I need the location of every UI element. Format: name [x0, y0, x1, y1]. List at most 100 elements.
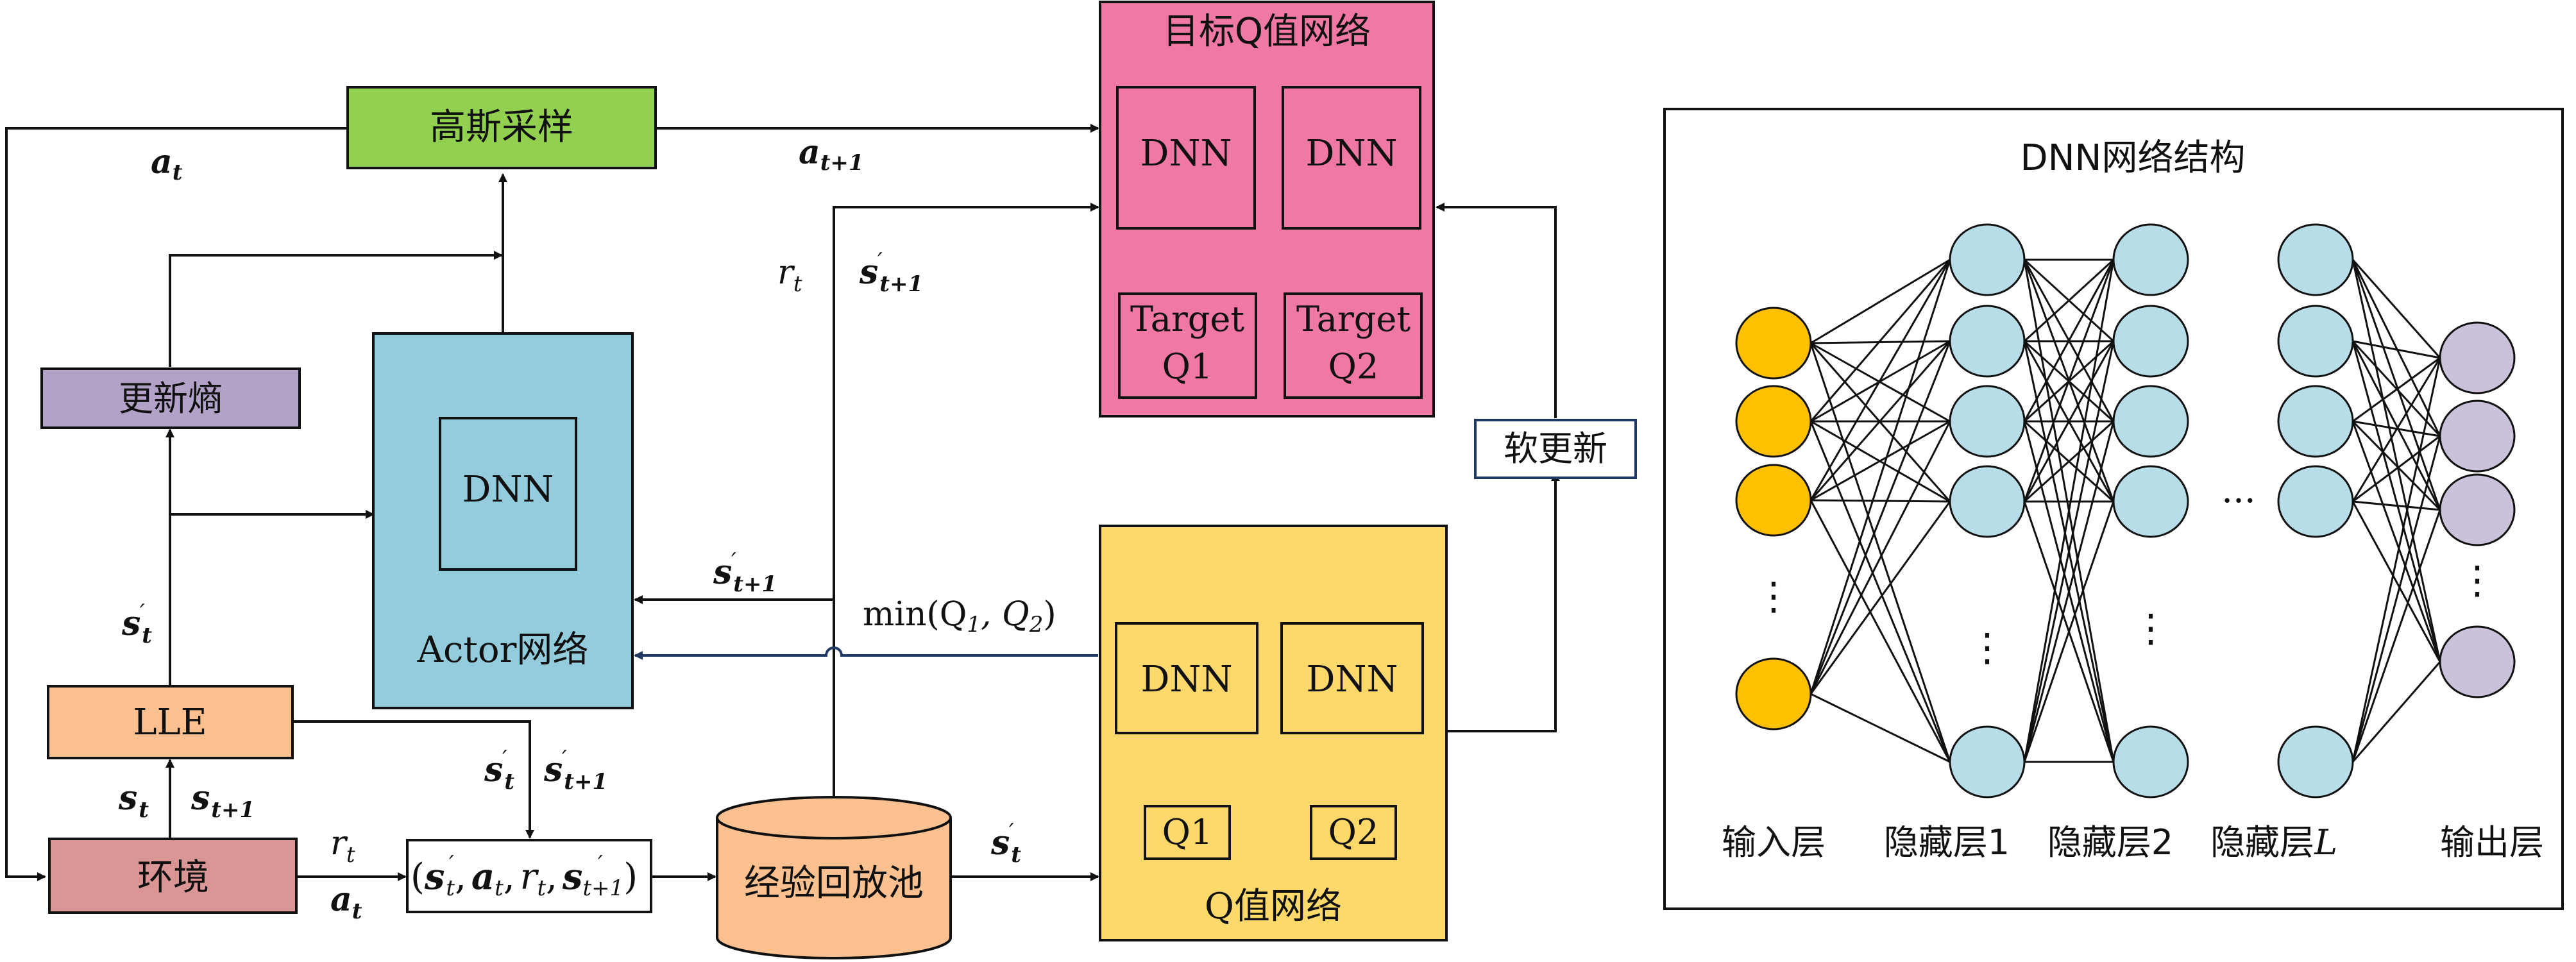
nn-edge: [2351, 341, 2441, 511]
vdots-input: ⋮: [1754, 574, 1793, 619]
label-s-t1-tuple: st+1: [543, 750, 607, 795]
nn-edge: [1809, 500, 1951, 763]
q2-box: [1310, 805, 1397, 860]
target-q2-box: [1284, 292, 1423, 399]
target-dnn2-box: [1282, 86, 1421, 230]
replay-pool: 经验回放池: [716, 796, 952, 959]
gauss-box: [346, 86, 657, 169]
entropy-label: 更新熵: [119, 378, 223, 419]
nn-edge: [1809, 259, 1951, 695]
hiddenL-node: [2277, 305, 2354, 378]
nn-edge: [2351, 420, 2441, 511]
label-s-t-left: st: [121, 604, 152, 648]
nn-edge: [2023, 259, 2115, 502]
lle-label: LLE: [133, 702, 207, 743]
hidden2-node: [2112, 223, 2189, 296]
gauss-label: 高斯采样: [430, 106, 573, 148]
label-s-t1-actor: st+1: [713, 553, 777, 597]
actor-dnn-box: [439, 417, 577, 571]
nn-edge: [2351, 357, 2441, 502]
target-q-network-box: [1099, 1, 1435, 418]
env-label: 环境: [137, 857, 209, 899]
nn-edge: [2023, 420, 2115, 503]
q-network: DNN DNN Q1 Q2 Q值网络: [1099, 525, 1448, 941]
label-r-t-env: rt: [330, 824, 355, 868]
arrow-softupdate-to-targetq: [1436, 203, 1557, 418]
label-s-t-pool: st: [990, 823, 1021, 868]
dnn-structure-title: DNN网络结构: [2021, 137, 2246, 179]
q-dnn2-box: [1280, 622, 1424, 734]
nn-edge: [1810, 340, 1951, 344]
label-s-t-tuple: st: [484, 750, 514, 795]
dnn-structure-panel: DNN网络结构 ··· ⋮ ⋮ ⋮ ⋮ 输入层 隐藏层1 隐藏层2 隐藏层L 输…: [1663, 108, 2564, 910]
input-node: [1735, 657, 1812, 730]
output-node: [2439, 400, 2516, 473]
hidden1-node: [1949, 385, 2026, 458]
nn-edge: [1809, 421, 1951, 763]
output-node: [2439, 473, 2516, 546]
nn-edge: [1810, 499, 1951, 503]
nn-nodes: [1735, 223, 2516, 798]
prime-s-t1-mid: ′: [877, 248, 883, 274]
input-node: [1735, 307, 1812, 380]
hiddenL-node: [2277, 223, 2354, 296]
target-dnn1-box: [1116, 86, 1256, 230]
nn-edge: [1809, 259, 1951, 501]
q1-label: Q1: [1162, 812, 1213, 852]
hidden1-node: [1949, 725, 2026, 798]
prime-tuple-s1: ′: [598, 851, 603, 877]
label-a-t-top: at: [151, 142, 183, 185]
nn-edge: [2023, 259, 2115, 422]
hidden2-node: [2112, 465, 2189, 538]
vdots-hidden2: ⋮: [2131, 606, 2170, 651]
hidden2-node: [2112, 385, 2189, 458]
output-node: [2439, 625, 2516, 698]
hidden1-node: [1949, 305, 2026, 378]
entropy-box: [40, 367, 301, 429]
tuple-label: (st,at,rt,st+1): [411, 856, 638, 901]
hiddenL-node: [2277, 385, 2354, 458]
prime-s-t-tuple: ′: [502, 746, 507, 772]
nn-edge: [2351, 259, 2441, 662]
replay-pool-body: [716, 818, 952, 959]
nn-edge: [2351, 357, 2441, 763]
nn-edge: [2351, 421, 2441, 662]
input-node: [1735, 464, 1812, 537]
input-node: [1735, 385, 1812, 458]
tuple-box: [406, 839, 652, 913]
vdots-hidden1: ⋮: [1968, 625, 2006, 670]
output-layer-label: 输出层: [2440, 822, 2544, 863]
env-box: [48, 838, 298, 914]
label-s-t1-mid: st+1: [859, 253, 923, 297]
input-layer-label: 输入层: [1722, 822, 1826, 863]
hidden1-node: [1949, 465, 2026, 538]
hiddenL-node: [2277, 725, 2354, 798]
nn-edge: [2351, 259, 2441, 359]
output-node: [2439, 321, 2516, 394]
prime-s-t1-tuple: ′: [562, 746, 567, 772]
nn-edge: [2351, 259, 2441, 511]
arrow-qnet-to-softupdate: [1446, 472, 1560, 732]
replay-pool-label: 经验回放池: [744, 863, 924, 904]
target-q2-line2: Q2: [1328, 346, 1379, 387]
nn-edge: [2023, 258, 2115, 342]
arrow-entropy-to-gauss: [169, 251, 503, 367]
nn-edge: [2352, 340, 2441, 359]
nn-edge: [1809, 501, 1951, 695]
actor-dnn-label: DNN: [462, 469, 554, 511]
nn-edge: [1810, 258, 1951, 344]
label-min-q: min(Q1, Q2): [863, 595, 1056, 637]
hidden2-node: [2112, 725, 2189, 798]
hidden2-node: [2112, 305, 2189, 378]
nn-edge: [2352, 500, 2441, 511]
nn-edge: [2023, 341, 2115, 502]
actor-title: Actor网络: [417, 629, 589, 671]
label-s-t1-env: st+1: [191, 779, 255, 823]
hidden1-label: 隐藏层1: [1884, 822, 2010, 863]
nn-edge: [1809, 421, 1951, 695]
prime-tuple-s: ′: [449, 851, 454, 877]
q1-box: [1144, 805, 1231, 860]
hidden1-node: [1949, 223, 2026, 296]
nn-edge: [2351, 341, 2441, 662]
nn-edge: [2023, 259, 2115, 763]
